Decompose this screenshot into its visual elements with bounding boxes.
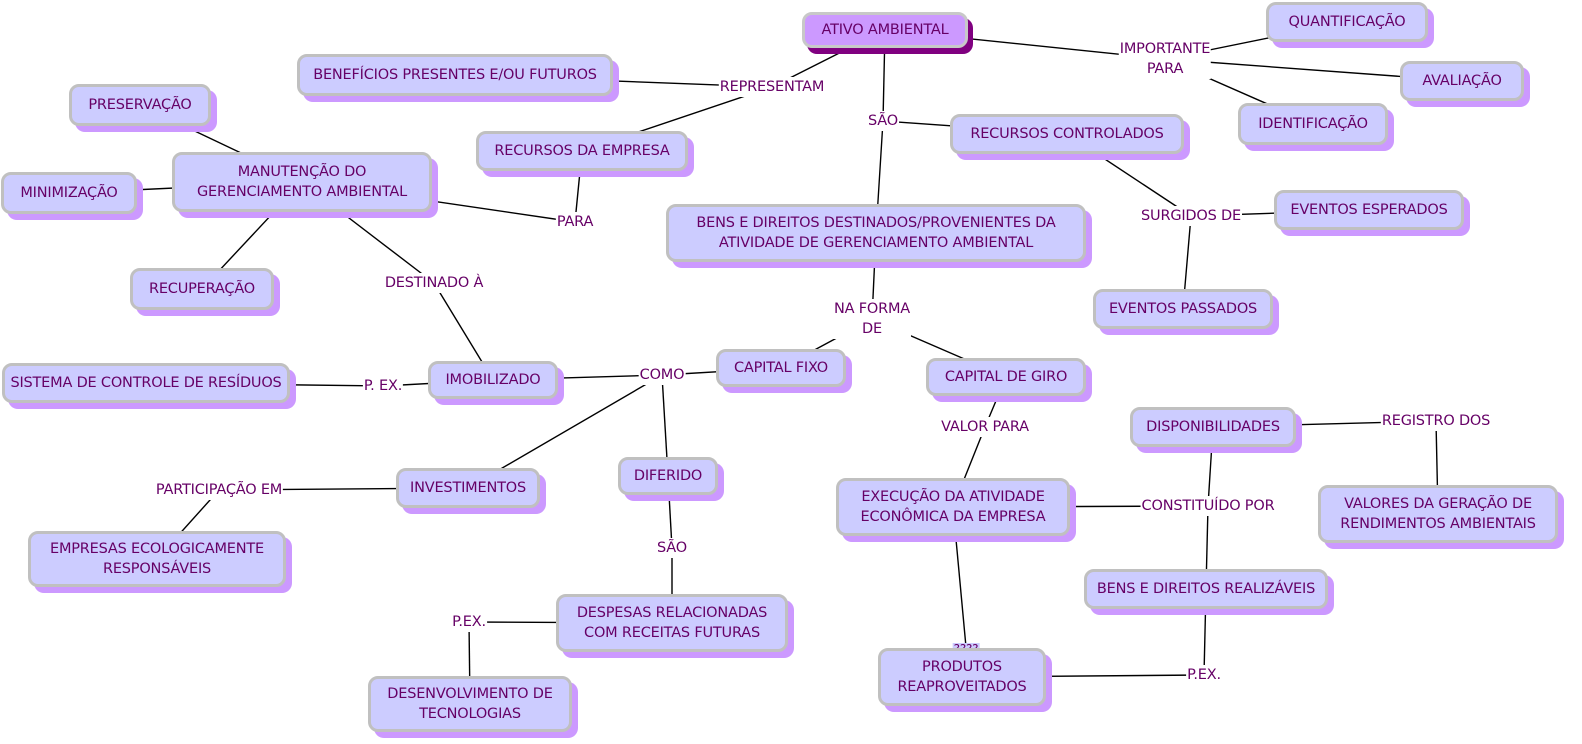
link-phrase-sao-2[interactable]: SÃO: [656, 538, 688, 558]
link-phrase-surgidos-de[interactable]: SURGIDOS DE: [1140, 206, 1242, 226]
concept-valores-geracao-rendimentos[interactable]: VALORES DA GERAÇÃO DE RENDIMENTOS AMBIEN…: [1318, 485, 1558, 543]
concept-empresas-ecologicamente-responsaveis[interactable]: EMPRESAS ECOLOGICAMENTE RESPONSÁVEIS: [28, 531, 286, 587]
concept-identificacao[interactable]: IDENTIFICAÇÃO: [1238, 103, 1388, 145]
concept-recuperacao[interactable]: RECUPERAÇÃO: [130, 268, 274, 310]
link-phrase-para[interactable]: PARA: [555, 212, 595, 232]
link-phrase-p-ex-3[interactable]: P.EX.: [1186, 665, 1222, 685]
concept-sistema-controle-residuos[interactable]: SISTEMA DE CONTROLE DE RESÍDUOS: [2, 363, 290, 403]
concept-minimizacao[interactable]: MINIMIZAÇÃO: [1, 172, 137, 214]
concept-eventos-esperados[interactable]: EVENTOS ESPERADOS: [1274, 190, 1464, 230]
link-phrase-importante-para[interactable]: IMPORTANTE PARA: [1118, 39, 1212, 79]
concept-recursos-da-empresa[interactable]: RECURSOS DA EMPRESA: [476, 131, 688, 171]
concept-produtos-reaproveitados[interactable]: PRODUTOS REAPROVEITADOS: [878, 648, 1046, 706]
concept-avaliacao[interactable]: AVALIAÇÃO: [1400, 61, 1524, 101]
link-phrase-como[interactable]: COMO: [638, 365, 686, 385]
concept-eventos-passados[interactable]: EVENTOS PASSADOS: [1093, 289, 1273, 329]
link-phrase-p-ex-2[interactable]: P.EX.: [451, 612, 487, 632]
concept-recursos-controlados[interactable]: RECURSOS CONTROLADOS: [950, 114, 1184, 154]
link-phrase-sao[interactable]: SÃO: [867, 111, 899, 131]
concept-quantificacao[interactable]: QUANTIFICAÇÃO: [1266, 2, 1428, 42]
link-phrase-destinado-a[interactable]: DESTINADO À: [383, 273, 485, 293]
link-phrase-representam[interactable]: REPRESENTAM: [718, 77, 826, 97]
concept-capital-de-giro[interactable]: CAPITAL DE GIRO: [926, 358, 1086, 396]
concept-bens-direitos-destinados-provenientes[interactable]: BENS E DIREITOS DESTINADOS/PROVENIENTES …: [666, 204, 1086, 262]
concept-desenvolvimento-tecnologias[interactable]: DESENVOLVIMENTO DE TECNOLOGIAS: [368, 676, 572, 732]
link-phrase-valor-para[interactable]: VALOR PARA: [940, 417, 1030, 437]
link-phrase-hidden-obscured[interactable]: ????: [952, 643, 980, 651]
concept-ativo-ambiental[interactable]: ATIVO AMBIENTAL: [802, 12, 968, 48]
concept-beneficios-presentes-futuros[interactable]: BENEFÍCIOS PRESENTES E/OU FUTUROS: [297, 54, 613, 96]
concept-preservacao[interactable]: PRESERVAÇÃO: [69, 84, 211, 126]
concept-execucao-atividade-economica[interactable]: EXECUÇÃO DA ATIVIDADE ECONÔMICA DA EMPRE…: [836, 478, 1070, 536]
concept-imobilizado[interactable]: IMOBILIZADO: [428, 361, 558, 399]
concept-diferido[interactable]: DIFERIDO: [618, 457, 718, 495]
concept-investimentos[interactable]: INVESTIMENTOS: [396, 468, 540, 508]
link-phrase-participacao-em[interactable]: PARTICIPAÇÃO EM: [154, 480, 284, 500]
concept-bens-direitos-realizaveis[interactable]: BENS E DIREITOS REALIZÁVEIS: [1084, 569, 1328, 609]
concept-manutencao-gerenciamento-ambiental[interactable]: MANUTENÇÃO DO GERENCIAMENTO AMBIENTAL: [172, 152, 432, 212]
link-phrase-na-forma-de[interactable]: NA FORMA DE: [832, 299, 912, 339]
concept-disponibilidades[interactable]: DISPONIBILIDADES: [1130, 407, 1296, 447]
link-phrase-p-ex[interactable]: P. EX.: [362, 376, 404, 396]
concept-despesas-receitas-futuras[interactable]: DESPESAS RELACIONADAS COM RECEITAS FUTUR…: [556, 594, 788, 652]
link-phrase-constituido-por[interactable]: CONSTITUÍDO POR: [1140, 496, 1276, 516]
concept-capital-fixo[interactable]: CAPITAL FIXO: [716, 349, 846, 387]
link-phrase-registro-dos[interactable]: REGISTRO DOS: [1380, 411, 1492, 431]
